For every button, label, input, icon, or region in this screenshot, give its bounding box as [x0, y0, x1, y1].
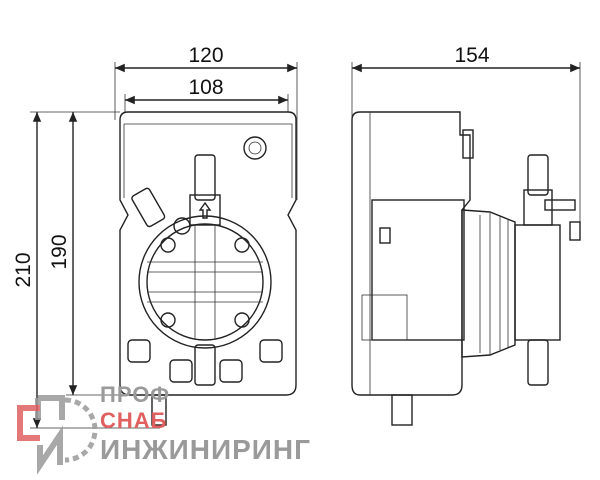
dimension-210: 210	[12, 111, 160, 429]
outlet-valve	[194, 154, 216, 201]
dimension-108: 108	[124, 76, 289, 112]
dimension-154: 154	[351, 44, 581, 230]
pump-side-view	[351, 111, 581, 426]
watermark-line2: СНАБ	[100, 408, 168, 433]
watermark-logo	[17, 395, 98, 475]
dimension-label-108: 108	[188, 76, 223, 99]
watermark-line3: ИНЖИНИРИНГ	[100, 434, 312, 465]
dimension-190: 190	[48, 112, 125, 396]
dimension-label-190: 190	[48, 234, 71, 269]
pump-front-view	[119, 111, 297, 426]
dimension-120: 120	[114, 44, 298, 200]
flow-arrow-icon	[198, 201, 212, 219]
dimension-label-120: 120	[188, 44, 223, 67]
dimension-label-210: 210	[12, 252, 35, 287]
knob-side	[462, 129, 474, 159]
inlet-valve	[194, 344, 216, 386]
watermark-line1: ПРОФ	[100, 382, 171, 407]
dimension-label-154: 154	[454, 44, 489, 67]
knob-icon	[243, 136, 267, 160]
drain-fitting	[151, 394, 167, 426]
drain-fitting-side	[391, 394, 413, 426]
pump-head	[138, 215, 272, 349]
